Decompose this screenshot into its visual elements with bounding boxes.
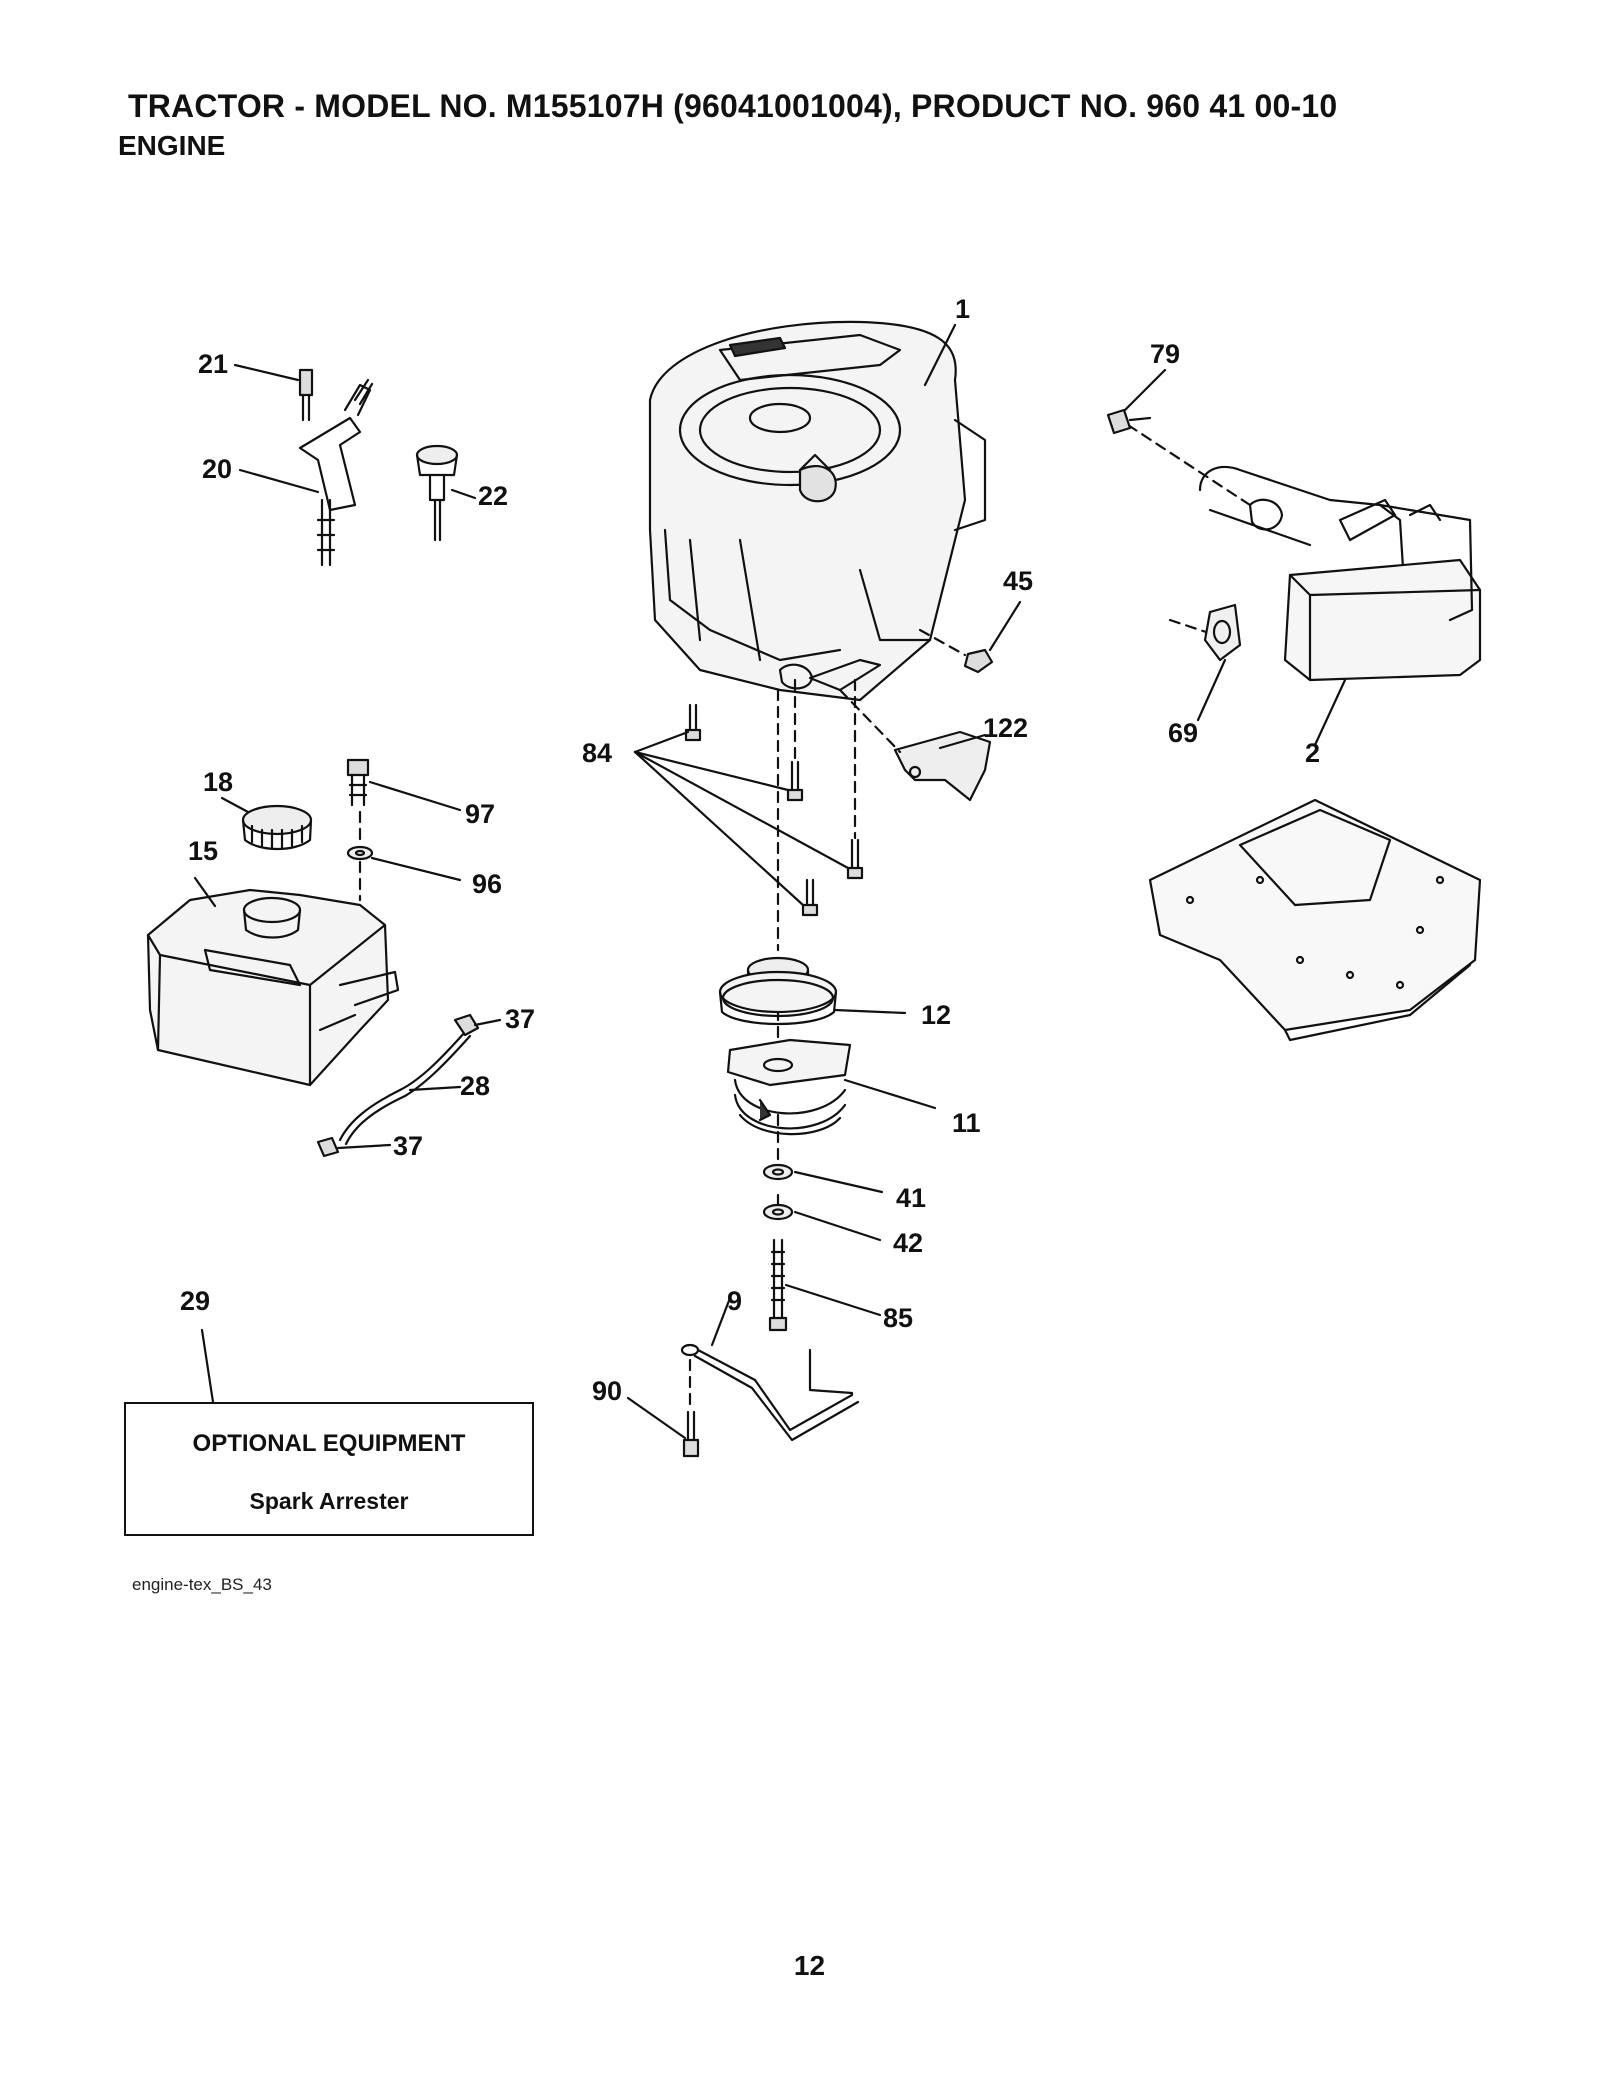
callout-69: 69 [1168,718,1198,748]
callout-90: 90 [592,1376,622,1406]
washer-96-drawing [346,845,374,861]
bracket-9-drawing [680,1343,860,1442]
washer-41-drawing [762,1163,794,1181]
callout-2: 2 [1305,738,1320,768]
leader-11 [843,1078,937,1110]
callout-42: 42 [893,1228,923,1258]
bolt-90-drawing [682,1410,700,1458]
plug-22-drawing [415,444,459,542]
leader-37b [336,1143,392,1150]
optional-equipment-item: Spark Arrester [249,1488,409,1514]
gasket-69-drawing [1203,603,1242,662]
callout-21: 21 [198,349,228,379]
leader-84a [633,730,690,754]
callout-1: 1 [955,294,970,324]
callout-29: 29 [180,1286,210,1316]
engine-mount-frame-drawing [1148,798,1482,1042]
pulley-12-drawing [718,956,838,1026]
leader-84d [633,750,805,907]
dash-79 [1126,423,1252,507]
optional-equipment-title: OPTIONAL EQUIPMENT [192,1430,466,1457]
section-title: ENGINE [118,130,226,161]
callout-18: 18 [203,767,233,797]
clutch-11-drawing [726,1038,852,1136]
leader-2 [1313,678,1347,747]
callout-28: 28 [460,1071,490,1101]
shield-122-drawing [893,730,992,802]
callout-20: 20 [202,454,232,484]
leader-41 [793,1170,884,1194]
callout-84: 84 [582,738,612,768]
optional-equipment-box: OPTIONAL EQUIPMENT Spark Arrester [124,1402,534,1536]
callout-12: 12 [921,1000,951,1030]
nut-45-drawing [963,648,994,674]
leader-85 [784,1283,882,1317]
callout-37a: 37 [505,1004,535,1034]
callout-11: 11 [952,1108,981,1138]
leader-42 [793,1210,882,1242]
leader-96 [370,856,462,882]
throttle-bracket-drawing [298,368,374,567]
page-title: TRACTOR - MODEL NO. M155107H (9604100100… [128,88,1338,124]
engine-drawing [648,320,987,702]
leader-29 [200,1328,215,1404]
callout-122: 122 [983,713,1028,743]
diagram-code: engine-tex_BS_43 [132,1575,272,1594]
callout-45: 45 [1003,566,1033,596]
leader-122 [938,733,987,750]
leader-20 [238,468,320,494]
leader-84c [633,750,850,870]
leader-84b [633,750,790,792]
muffler-drawing [1198,465,1482,682]
fuel-cap-drawing [241,804,313,850]
bolt-79-drawing [1106,408,1152,435]
bolt-97-drawing [346,758,370,807]
bolt-85-drawing [768,1238,788,1332]
leader-90 [626,1396,687,1440]
callout-97: 97 [465,799,495,829]
callout-41: 41 [896,1183,926,1213]
callout-96: 96 [472,869,502,899]
callout-79: 79 [1150,339,1180,369]
leader-79 [1123,368,1167,412]
callout-9: 9 [727,1286,742,1316]
fuel-line-drawing [316,1013,480,1158]
fuel-tank-drawing [146,888,400,1087]
leader-37a [473,1018,502,1027]
bolts-84-drawing [684,703,864,917]
callout-15: 15 [188,836,218,866]
leader-12 [833,1008,907,1015]
leader-45 [988,600,1022,652]
callout-85: 85 [883,1303,913,1333]
leader-69 [1196,658,1227,722]
leader-15 [193,876,217,908]
leader-21 [233,363,300,382]
leader-9 [710,1296,732,1347]
washer-42-drawing [762,1203,794,1221]
leader-1 [923,323,957,387]
page-number: 12 [793,1950,826,1981]
leader-28 [408,1085,462,1092]
callout-37b: 37 [393,1131,423,1161]
leader-22 [450,488,477,500]
callout-22: 22 [478,481,508,511]
leader-97 [368,780,462,812]
leader-18 [220,796,250,814]
